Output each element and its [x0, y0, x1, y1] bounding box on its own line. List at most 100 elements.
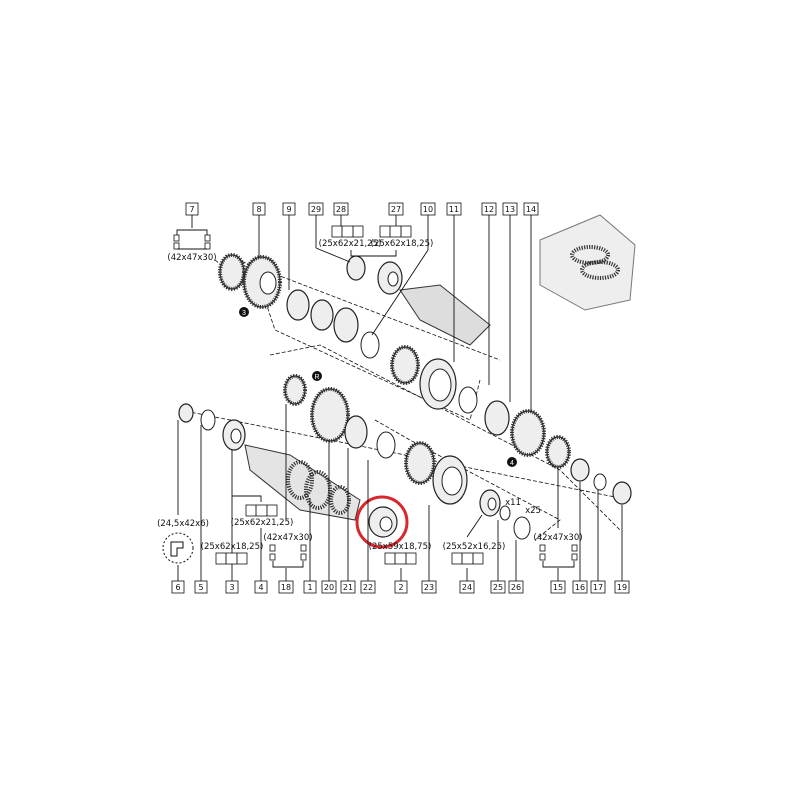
- ball-symbol-27: [379, 225, 412, 238]
- dim-18: (42x47x30): [263, 533, 312, 543]
- svg-text:21: 21: [343, 583, 353, 592]
- synchro-9b: [310, 299, 334, 331]
- ring-12: [458, 386, 478, 414]
- part-label-8: 8: [252, 202, 266, 258]
- svg-text:26: 26: [511, 583, 521, 592]
- svg-text:3: 3: [229, 583, 234, 592]
- output-shaft: [399, 284, 491, 346]
- ball-symbol-28: [331, 225, 364, 238]
- top-part-labels: 7 8 9 29 28 27 10 11 12 13 14: [185, 202, 539, 412]
- marker-3rd-gear: 3: [242, 310, 246, 317]
- synchro-9a: [286, 289, 310, 321]
- dim-15: (42x47x30): [533, 533, 582, 543]
- svg-text:7: 7: [189, 205, 194, 214]
- gearbox-thumbnail: [539, 214, 636, 311]
- part-label-23: 23: [421, 505, 437, 594]
- part-label-15: 15: [550, 468, 566, 594]
- highlight-circle-bearing-2: [355, 495, 409, 549]
- svg-text:4: 4: [258, 583, 263, 592]
- dim-27: (25x62x18,25): [371, 239, 434, 249]
- part-label-2: 2: [394, 568, 408, 594]
- bearing-19: [612, 481, 632, 505]
- marker-4th-gear: 4: [510, 460, 514, 467]
- svg-text:20: 20: [324, 583, 334, 592]
- svg-text:23: 23: [424, 583, 434, 592]
- svg-text:15: 15: [553, 583, 563, 592]
- synchro-9c: [333, 307, 359, 343]
- circlip-10: [360, 331, 380, 359]
- needle-symbol-7: [173, 229, 211, 250]
- dim-24: (25x52x16,25): [443, 542, 506, 552]
- bushing-16: [570, 458, 590, 482]
- svg-text:27: 27: [391, 205, 401, 214]
- dim-3: (25x62x18,25): [201, 542, 264, 552]
- part-label-22: 22: [360, 460, 376, 594]
- needle-symbol-15: [539, 544, 578, 568]
- part-label-13: 13: [502, 202, 518, 402]
- svg-text:9: 9: [286, 205, 291, 214]
- part-label-24: 24: [459, 514, 483, 594]
- dim-26: x25: [525, 506, 541, 516]
- svg-text:12: 12: [484, 205, 494, 214]
- svg-text:19: 19: [617, 583, 627, 592]
- bottom-part-labels: 6 5 3 4 18 1 20 21 22 2 23 24 25 26 15 1…: [171, 404, 630, 594]
- ball-symbol-2: [384, 552, 417, 565]
- part-label-29: 29: [308, 202, 351, 263]
- part-label-5: 5: [194, 425, 208, 594]
- shim-26: [513, 516, 531, 540]
- svg-text:13: 13: [505, 205, 515, 214]
- seal-6-detail: [162, 532, 194, 564]
- part-label-7: 7: [185, 202, 199, 228]
- ball-symbol-3: [215, 552, 248, 565]
- svg-text:22: 22: [363, 583, 373, 592]
- svg-text:1: 1: [307, 583, 312, 592]
- ring-22: [376, 431, 396, 459]
- bearing-28: [346, 255, 366, 281]
- gear-markers: 3 R 4: [239, 307, 517, 467]
- part-label-17: 17: [590, 490, 606, 594]
- synchro-21: [344, 415, 368, 449]
- ball-symbol-24: [451, 552, 484, 565]
- part-label-26: 26: [508, 540, 524, 594]
- dim-4: (25x62x21,25): [231, 518, 294, 528]
- marker-reverse: R: [314, 374, 319, 381]
- ball-symbol-4: [245, 504, 278, 517]
- svg-text:2: 2: [398, 583, 403, 592]
- part-label-1: 1: [303, 498, 317, 594]
- upper-shaft-parts: [218, 253, 546, 457]
- bearing-dimensions: (42x47x30) (25x62x21,25) (25x62x18,25) (…: [157, 225, 583, 568]
- part-label-20: 20: [321, 440, 337, 594]
- dim-28: (25x62x21,25): [319, 239, 382, 249]
- dim-25: x11: [505, 498, 521, 508]
- part-label-9: 9: [282, 202, 296, 290]
- part-label-28: 28: [333, 202, 349, 226]
- dim-6: (24,5x42x6): [157, 519, 209, 529]
- part-label-16: 16: [572, 482, 588, 594]
- svg-text:8: 8: [256, 205, 261, 214]
- part-label-10: 10: [371, 202, 436, 336]
- svg-text:16: 16: [575, 583, 585, 592]
- part-label-25: 25: [490, 520, 506, 594]
- svg-text:24: 24: [462, 583, 472, 592]
- svg-text:11: 11: [449, 205, 459, 214]
- svg-text:6: 6: [175, 583, 180, 592]
- svg-text:18: 18: [281, 583, 291, 592]
- svg-text:29: 29: [311, 205, 321, 214]
- svg-text:14: 14: [526, 205, 536, 214]
- seal-5: [178, 403, 194, 423]
- synchro-13: [484, 400, 510, 436]
- part-label-21: 21: [340, 448, 356, 594]
- part-label-12: 12: [481, 202, 497, 385]
- part-label-14: 14: [523, 202, 539, 412]
- part-label-19: 19: [614, 505, 630, 594]
- part-label-11: 11: [446, 202, 462, 362]
- lower-shaft-parts: [162, 374, 632, 564]
- svg-text:17: 17: [593, 583, 603, 592]
- part-label-6: 6: [171, 420, 185, 594]
- washer-17: [593, 473, 607, 491]
- dim-2: (25x59x18,75): [369, 542, 432, 552]
- shim-25: [499, 505, 511, 521]
- part-label-4: 4: [254, 528, 268, 594]
- svg-text:10: 10: [423, 205, 433, 214]
